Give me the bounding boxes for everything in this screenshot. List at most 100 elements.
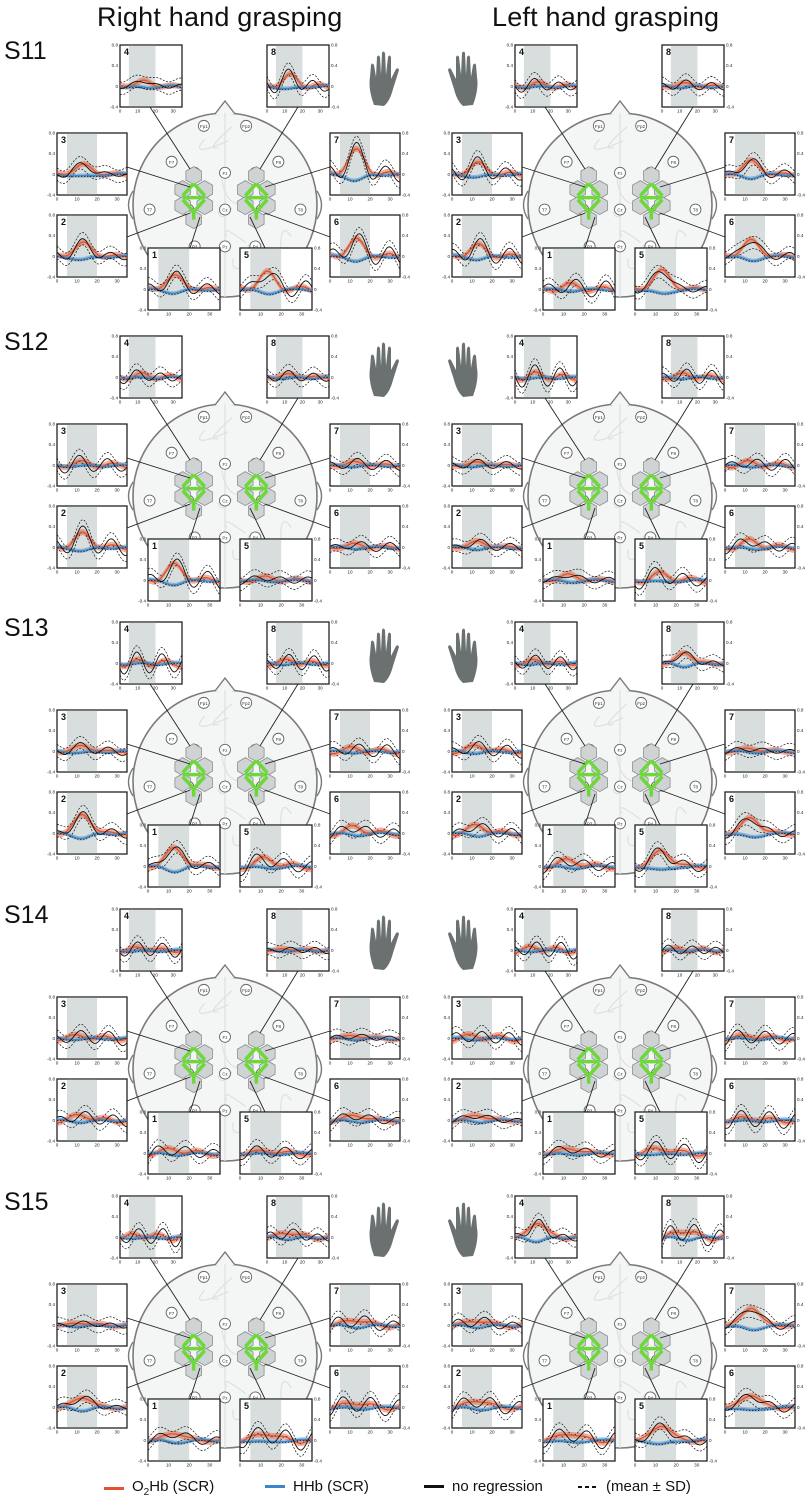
brain-fold — [221, 1329, 239, 1356]
electrode-label: Fp1 — [200, 701, 208, 706]
brain-fold — [616, 469, 634, 496]
y-tick-label: 0.4 — [112, 1214, 119, 1219]
sd-lower-line — [119, 657, 183, 681]
brain-fold — [616, 178, 634, 205]
electrode-f7 — [560, 1019, 573, 1032]
x-tick-label: 0 — [56, 279, 59, 284]
right-ear — [711, 481, 718, 511]
hhb-noreg-line — [634, 579, 708, 584]
y-tick-label: 0.8 — [444, 790, 451, 795]
left-hand-icon — [448, 628, 478, 683]
electrode-t7 — [143, 780, 156, 793]
hhb-noreg-line — [661, 85, 725, 90]
electrode-label: P3 — [192, 1395, 198, 1400]
x-tick-label: 10 — [530, 109, 536, 114]
sd-upper-line — [634, 561, 708, 584]
y-tick-label: 0.4 — [402, 728, 409, 733]
channel-green — [192, 1062, 207, 1077]
panel-number: 5 — [244, 827, 249, 837]
y-tick-label: -0.4 — [47, 1057, 55, 1062]
sd-lower-line — [451, 1323, 523, 1336]
y-tick-label: 0 — [52, 172, 55, 177]
stimulus-window — [462, 710, 492, 772]
x-tick-label: 30 — [694, 312, 700, 317]
y-tick-label: 0.4 — [535, 266, 542, 271]
connector-line — [584, 1080, 596, 1113]
y-tick-label: 0.8 — [507, 43, 514, 48]
electrode-label: Fp2 — [637, 701, 645, 706]
hhb-noreg-line — [266, 1237, 330, 1241]
y-tick-label: 0.8 — [314, 537, 321, 542]
optode-hex — [569, 1347, 586, 1367]
subject-block-s13: Fp1Fp2F7F3FzF4F8T7C3CzC4T8P3PzP4-0.400.4… — [47, 620, 805, 894]
x-tick-label: 0 — [514, 973, 517, 978]
sd-lower-line — [56, 461, 128, 480]
x-tick-label: 30 — [318, 973, 324, 978]
x-tick-label: 10 — [677, 973, 683, 978]
sd-upper-line — [514, 935, 578, 954]
connector-line — [189, 1367, 201, 1400]
y-tick-label: 0.8 — [444, 1077, 451, 1082]
optode-hex — [174, 1060, 191, 1080]
electrode-label: P4 — [253, 1395, 259, 1400]
y-tick-label: 0.4 — [402, 1015, 409, 1020]
connector-line — [126, 1030, 191, 1052]
x-tick-label: 20 — [300, 973, 306, 978]
panel-number: 8 — [666, 47, 671, 57]
y-tick-label: 0.4 — [709, 266, 716, 271]
electrode-label: T8 — [298, 208, 304, 213]
electrode-pz — [219, 817, 231, 830]
y-tick-label: 0.8 — [535, 246, 542, 251]
panel-number: 4 — [519, 1198, 524, 1208]
x-tick-label: 0 — [451, 488, 454, 493]
hhb-line — [56, 172, 128, 177]
x-tick-label: 20 — [762, 279, 768, 284]
x-tick-label: 20 — [153, 1260, 159, 1265]
noreg-line — [724, 458, 796, 471]
y-tick-label: 0.4 — [331, 63, 338, 68]
y-tick-label: 0 — [52, 831, 55, 836]
x-tick-label: 10 — [347, 1430, 353, 1435]
noreg-line — [661, 1224, 725, 1247]
left-ear — [127, 767, 134, 797]
noreg-line — [634, 1141, 708, 1163]
x-tick-label: 0 — [514, 686, 517, 691]
hhb-noreg-line — [119, 662, 183, 666]
sd-upper-line — [119, 74, 183, 83]
optode-hex — [580, 457, 597, 477]
x-tick-label: 10 — [74, 197, 80, 202]
electrode-label: Pz — [222, 1108, 228, 1113]
x-tick-label: 0 — [56, 488, 59, 493]
x-tick-label: 30 — [387, 774, 393, 779]
y-tick-label: 0.4 — [444, 442, 451, 447]
optode-hex — [591, 196, 608, 216]
panel-number: 6 — [334, 217, 339, 227]
o2hb-line — [266, 73, 330, 89]
y-tick-label: 0.8 — [331, 907, 338, 912]
noreg-line — [724, 1110, 796, 1129]
electrode-label: F7 — [169, 1311, 175, 1316]
x-tick-label: 10 — [653, 603, 659, 608]
sd-upper-line — [147, 840, 221, 865]
electrode-label: Cz — [222, 208, 228, 213]
electrode-fz — [614, 1317, 626, 1330]
sd-upper-line — [329, 737, 401, 753]
x-tick-label: 0 — [266, 1260, 269, 1265]
legend-sd-swatch — [578, 1485, 598, 1488]
hhb-line — [147, 1151, 220, 1156]
y-tick-label: 0.8 — [49, 131, 56, 136]
x-tick-label: 10 — [742, 570, 748, 575]
brain-fold — [232, 835, 241, 847]
x-tick-label: 10 — [530, 400, 536, 405]
optode-hex — [196, 1060, 213, 1080]
noreg-line — [239, 1427, 313, 1451]
hhb-noreg-line — [329, 256, 401, 263]
x-tick-label: 10 — [282, 686, 288, 691]
x-tick-label: 20 — [582, 889, 588, 894]
x-tick-label: 30 — [299, 1176, 305, 1181]
y-tick-label: 0 — [797, 463, 800, 468]
x-tick-label: 20 — [279, 889, 285, 894]
electrode-cz — [219, 203, 231, 216]
connector-line — [249, 216, 266, 249]
